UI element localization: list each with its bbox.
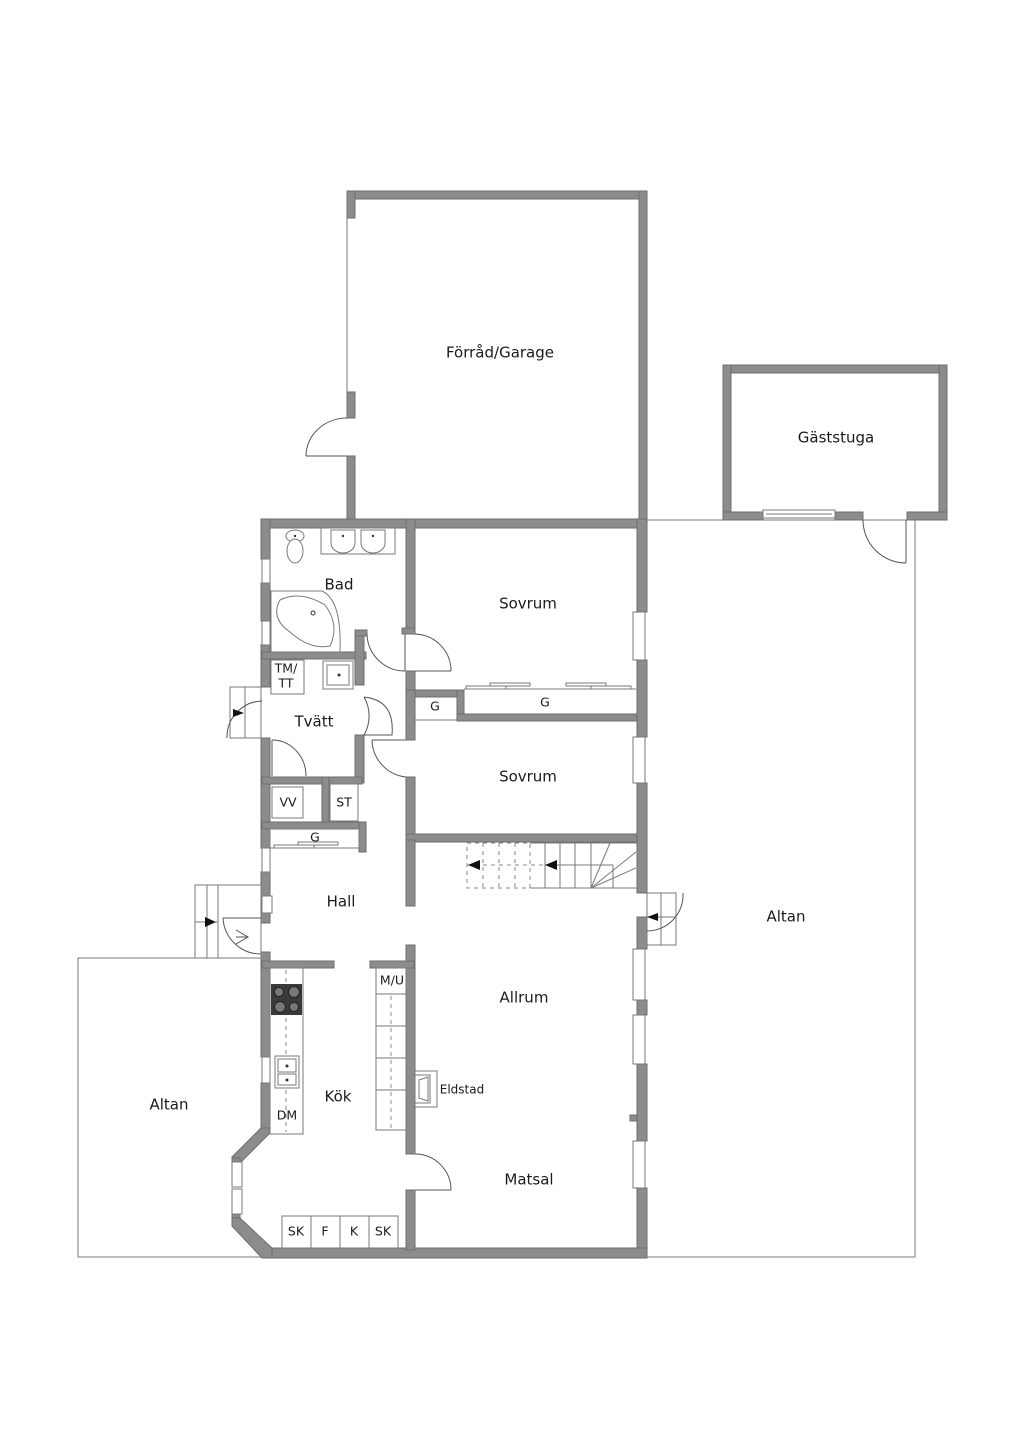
windows-left [231,558,273,1215]
room-label-gaststuga: Gäststuga [798,429,874,447]
tm-tt-box [270,659,305,695]
garage-door[interactable] [305,417,348,457]
label-g-sovrum: G [540,695,550,710]
room-label-allrum: Allrum [500,989,549,1007]
altan-left-outline [77,957,262,1258]
allrum-exterior-door[interactable] [646,892,684,946]
staircase [466,842,637,889]
vv-box [271,786,304,819]
label-k: K [350,1224,359,1239]
hall-entry-door[interactable] [194,884,262,959]
label-f: F [321,1224,328,1239]
altan-right-outline [646,519,916,1258]
room-label-forrad-garage: Förråd/Garage [446,344,554,362]
room-label-tvatt: Tvätt [294,713,334,731]
interior-walls [261,518,638,1251]
kitchen-sink [274,1055,300,1089]
label-tm: TM/ [274,661,298,676]
toilet [285,529,305,564]
label-g-small: G [430,699,440,714]
tvatt-door[interactable] [363,696,393,736]
windows-right [632,611,646,1189]
tvatt-exterior-door[interactable] [226,686,263,739]
vv-door[interactable] [271,739,307,777]
corner-bathtub [270,590,341,653]
label-vv: VV [279,795,297,810]
label-sk-1: SK [288,1224,305,1239]
label-g-tvatt: G [310,830,320,845]
label-eldstad: Eldstad [440,1083,484,1097]
room-label-altan-right: Altan [766,908,805,926]
fireplace [414,1070,438,1108]
st-box [329,783,359,822]
label-mu: M/U [380,973,404,988]
wardrobe-sovrum [464,682,636,690]
room-label-kok: Kök [325,1088,352,1106]
room-label-altan-left: Altan [149,1096,188,1114]
kitchen-counter-right [375,967,407,1131]
laundry-sink [322,660,354,690]
matsal-door[interactable] [414,1153,452,1191]
gaststuga-door[interactable] [862,519,907,564]
sovrum2-door[interactable] [371,739,407,778]
double-sink [320,527,396,555]
label-tt: TT [277,676,293,691]
house-outer-walls [231,518,648,1259]
sovrum1-door[interactable] [414,633,452,672]
room-label-sovrum-1: Sovrum [499,595,557,613]
room-label-matsal: Matsal [504,1171,553,1189]
stove [271,984,302,1015]
room-label-bad: Bad [324,576,353,594]
gaststuga-walls [722,364,948,521]
label-st: ST [336,795,352,810]
label-sk-2: SK [375,1224,392,1239]
room-label-hall: Hall [327,893,356,911]
label-dm: DM [277,1108,297,1123]
kitchen-cabinets [281,1215,399,1249]
room-label-sovrum-2: Sovrum [499,768,557,786]
bad-door[interactable] [366,633,406,672]
garage-walls [346,190,648,522]
wardrobe-tvatt [269,828,360,849]
